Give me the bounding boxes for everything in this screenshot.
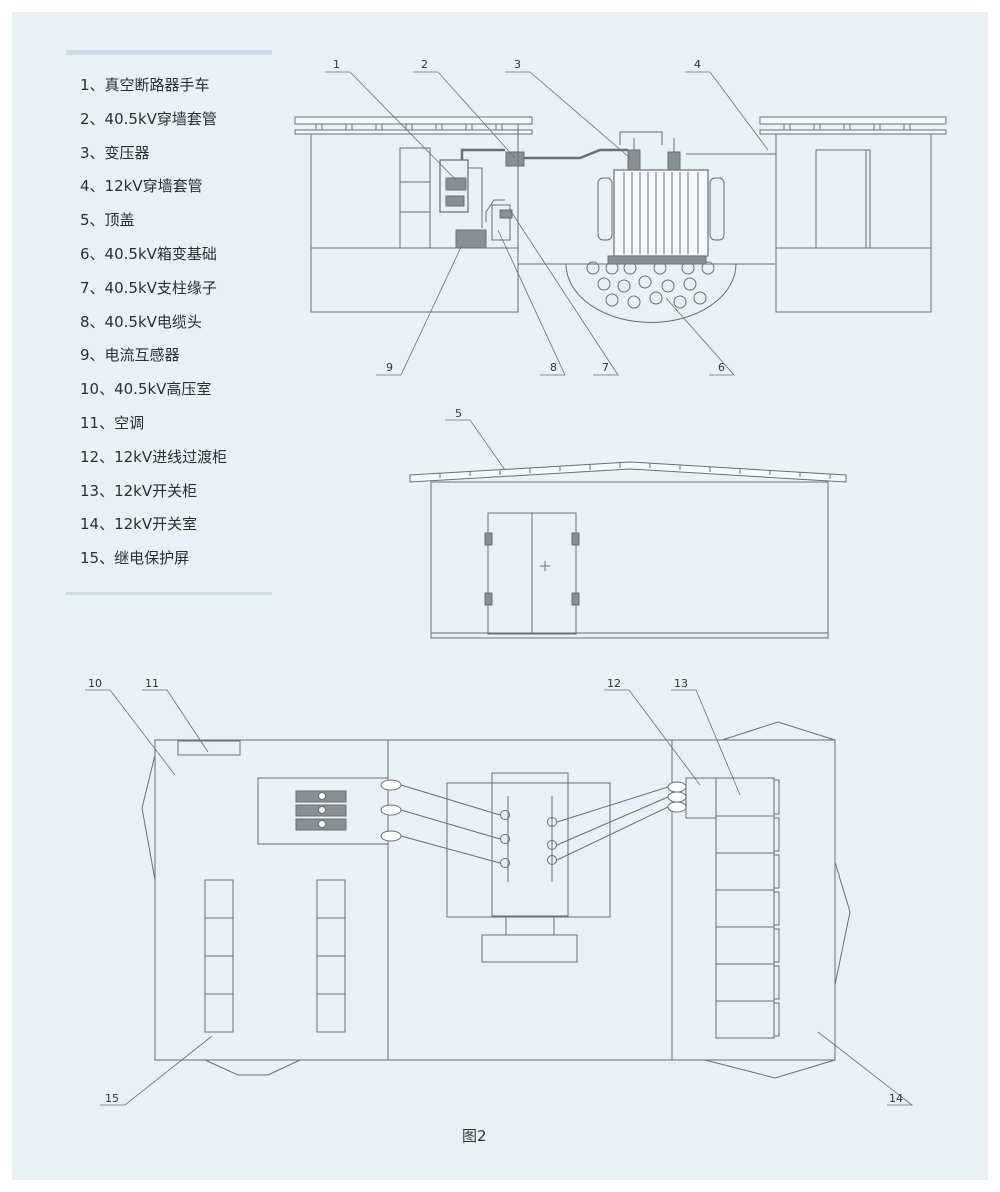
legend-item: 12、12kV进线过渡柜 <box>80 447 228 466</box>
left-roof-vents <box>315 123 503 131</box>
legend-item: 15、继电保护屏 <box>80 549 190 568</box>
right-roof-cap <box>759 116 947 125</box>
door-swing-north <box>721 721 836 741</box>
right-roof-vents <box>783 123 911 131</box>
callout-14: 14 <box>889 1092 903 1105</box>
callout-10: 10 <box>88 677 102 690</box>
left-roof-cap <box>294 116 533 125</box>
legend-item: 4、12kV穿墙套管 <box>80 177 203 196</box>
legend-item: 7、40.5kV支柱缘子 <box>80 278 217 297</box>
callout-2: 2 <box>421 58 428 71</box>
component-legend: 1、真空断路器手车 2、40.5kV穿墙套管 3、变压器 4、12kV穿墙套管 … <box>66 50 272 595</box>
callout-12: 12 <box>607 677 621 690</box>
lv-room-door <box>815 149 871 249</box>
legend-item: 2、40.5kV穿墙套管 <box>80 109 217 128</box>
breaker-cart <box>439 148 505 249</box>
transformer-plan-core <box>491 772 569 917</box>
door-swing-west <box>141 754 156 881</box>
air-conditioner <box>177 740 241 756</box>
drawing-background <box>12 12 988 1180</box>
relay-protection-panels <box>204 879 346 1033</box>
legend-item: 11、空调 <box>80 413 145 432</box>
transformer <box>597 131 725 265</box>
legend-item: 9、电流互感器 <box>80 346 180 365</box>
legend-item: 14、12kV开关室 <box>80 515 198 534</box>
insulator-and-cable-head <box>485 199 513 241</box>
plan-callout-numbers: 10 11 12 13 15 14 <box>88 677 903 1105</box>
legend-bottom-rule <box>66 591 272 595</box>
callout-6: 6 <box>718 361 725 374</box>
callout-15: 15 <box>105 1092 119 1105</box>
legend-item: 8、40.5kV电缆头 <box>80 312 202 331</box>
front-elevation-view <box>409 419 847 639</box>
door-swing-south-1 <box>204 1059 301 1076</box>
callout-9: 9 <box>386 361 393 374</box>
transformer-foundation <box>565 263 737 323</box>
switchgear-panel <box>399 147 431 249</box>
figure-caption: 图2 <box>462 1127 487 1145</box>
legend-item: 10、40.5kV高压室 <box>80 380 212 399</box>
hv-cables <box>400 784 669 864</box>
door-swing-east <box>834 861 851 986</box>
foundation-stones <box>586 261 715 309</box>
right-roof-strip <box>759 129 947 135</box>
callout-4: 4 <box>694 58 701 71</box>
callout-5: 5 <box>455 407 462 420</box>
callout-11: 11 <box>145 677 159 690</box>
roof-cover-vents <box>439 463 831 479</box>
callout-8: 8 <box>550 361 557 374</box>
leader-5 <box>445 419 506 471</box>
plan-view <box>141 721 851 1079</box>
legend-top-rule <box>66 50 272 55</box>
bushing-40kv <box>505 151 525 167</box>
legend-item: 3、变压器 <box>80 143 150 162</box>
door-handle-icon <box>540 561 550 571</box>
legend-item: 1、真空断路器手车 <box>80 76 210 94</box>
callout-13: 13 <box>674 677 688 690</box>
building-outline <box>154 739 836 1061</box>
lv-switchgear-row <box>715 777 780 1039</box>
left-roof-strip <box>294 129 533 135</box>
callout-1: 1 <box>333 58 340 71</box>
elevation-callout-numbers: 1 2 3 4 9 8 7 6 <box>333 58 725 374</box>
legend-list: 1、真空断路器手车 2、40.5kV穿墙套管 3、变压器 4、12kV穿墙套管 … <box>66 73 272 580</box>
callout-3: 3 <box>514 58 521 71</box>
legend-item: 13、12kV开关柜 <box>80 481 198 500</box>
roof-cover <box>409 461 847 483</box>
door-swing-south-2 <box>704 1059 836 1079</box>
callout-7: 7 <box>602 361 609 374</box>
side-elevation-view <box>294 116 947 323</box>
elevation-leaders <box>325 71 769 376</box>
plan-leaders <box>85 689 914 1106</box>
front-wall <box>430 481 829 639</box>
hv-terminals <box>500 810 557 868</box>
legend-item: 6、40.5kV箱变基础 <box>80 244 217 263</box>
busbar <box>524 148 628 160</box>
legend-item: 5、顶盖 <box>80 211 135 230</box>
